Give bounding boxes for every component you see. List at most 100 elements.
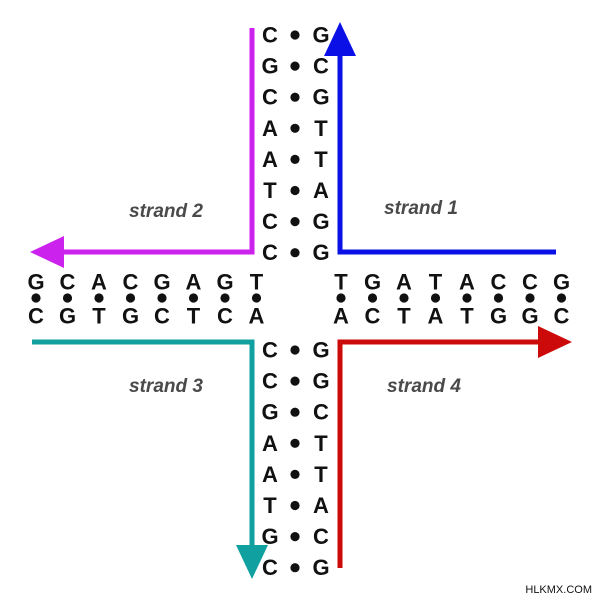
hydrogen-bond-dot (367, 293, 378, 303)
strand-2-line (64, 28, 255, 255)
base-letter: T (429, 270, 443, 295)
strand-4-arrowhead (538, 326, 572, 358)
hydrogen-bond-dot (290, 532, 300, 542)
base-letter: C (262, 85, 278, 110)
base-letter: C (262, 240, 278, 265)
strand-2-label: strand 2 (129, 201, 203, 222)
strand-1-label: strand 1 (384, 198, 458, 219)
base-letter: A (262, 116, 278, 141)
hydrogen-bond-dot (290, 345, 300, 355)
base-letter: T (187, 304, 201, 329)
hydrogen-bond-dot (290, 61, 300, 71)
base-letter: C (262, 555, 278, 580)
base-letter: G (521, 304, 538, 329)
base-letter: T (250, 270, 264, 295)
base-letter: T (263, 493, 277, 518)
strand-4-label: strand 4 (387, 376, 461, 397)
base-letter: T (334, 270, 348, 295)
hydrogen-bond-dot (290, 185, 300, 196)
base-letter: C (262, 338, 278, 363)
strand-1-arrowhead (324, 22, 356, 56)
hydrogen-bond-dot (290, 154, 300, 164)
hydrogen-bond-dot (188, 293, 199, 303)
base-letter: G (59, 304, 76, 329)
hydrogen-bond-dot (31, 293, 41, 303)
base-letter: C (262, 209, 278, 234)
hydrogen-bond-dot (290, 500, 300, 511)
hydrogen-bond-dot (290, 407, 300, 417)
base-letter: T (314, 147, 328, 172)
base-letter: T (314, 431, 328, 456)
base-letter: C (365, 304, 381, 329)
base-letter: A (459, 270, 475, 295)
base-letter: G (312, 209, 329, 234)
base-letter: G (122, 304, 139, 329)
base-letter: G (364, 270, 381, 295)
base-letter: G (312, 23, 329, 48)
base-letter: A (262, 147, 278, 172)
base-letter: C (262, 369, 278, 394)
base-letter: A (313, 493, 329, 518)
hydrogen-bond-dot (290, 123, 300, 133)
base-letter: A (91, 270, 107, 295)
base-letter: G (490, 304, 507, 329)
base-letter: G (553, 270, 570, 295)
hydrogen-bond-dot (290, 248, 300, 258)
strand-2-arrowhead (30, 236, 64, 268)
hydrogen-bond-dot (290, 438, 300, 448)
base-letter: A (262, 431, 278, 456)
base-letter: G (261, 524, 278, 549)
hydrogen-bond-dot (462, 293, 472, 303)
base-letter: T (314, 462, 328, 487)
base-letter: A (262, 462, 278, 487)
base-letter: C (123, 270, 139, 295)
hydrogen-bond-dot (430, 293, 441, 303)
base-letter: G (312, 338, 329, 363)
base-letter: C (313, 524, 329, 549)
hydrogen-bond-dot (290, 30, 300, 40)
base-letter: G (27, 270, 44, 295)
hydrogen-bond-dot (290, 563, 300, 573)
hydrogen-bond-dot (290, 92, 300, 102)
hydrogen-bond-dot (94, 293, 104, 303)
hydrogen-bond-dot (493, 293, 504, 303)
base-letter: G (312, 85, 329, 110)
base-letter: T (314, 116, 328, 141)
strand-3-line (32, 339, 255, 545)
base-letter: T (92, 304, 106, 329)
hydrogen-bond-dot (290, 469, 300, 479)
hydrogen-bond-dot (125, 293, 136, 303)
base-letter: C (554, 304, 570, 329)
base-letter: G (153, 270, 170, 295)
base-letter: A (186, 270, 202, 295)
base-letter: C (60, 270, 76, 295)
base-letter: T (263, 178, 277, 203)
base-letter: C (28, 304, 44, 329)
base-letter: C (154, 304, 170, 329)
base-letter: C (313, 400, 329, 425)
hydrogen-bond-dot (399, 293, 409, 303)
strand-3-arrowhead (236, 545, 268, 579)
base-letter: T (397, 304, 411, 329)
base-letter: A (428, 304, 444, 329)
base-letter: G (312, 240, 329, 265)
hydrogen-bond-dot (220, 293, 230, 303)
base-letter: A (313, 178, 329, 203)
base-letter: G (261, 54, 278, 79)
base-letter: A (249, 304, 265, 329)
base-letter: T (460, 304, 474, 329)
hydrogen-bond-dot (251, 293, 262, 303)
hydrogen-bond-dot (290, 217, 300, 227)
base-letter: G (312, 369, 329, 394)
base-letter: C (313, 54, 329, 79)
hydrogen-bond-dot (525, 293, 535, 303)
hydrogen-bond-dot (290, 376, 300, 386)
hydrogen-bond-dot (62, 293, 73, 303)
base-letter: C (522, 270, 538, 295)
base-letter: A (333, 304, 349, 329)
hydrogen-bond-dot (336, 293, 346, 303)
strand-lines (30, 22, 572, 579)
base-letter: C (262, 23, 278, 48)
